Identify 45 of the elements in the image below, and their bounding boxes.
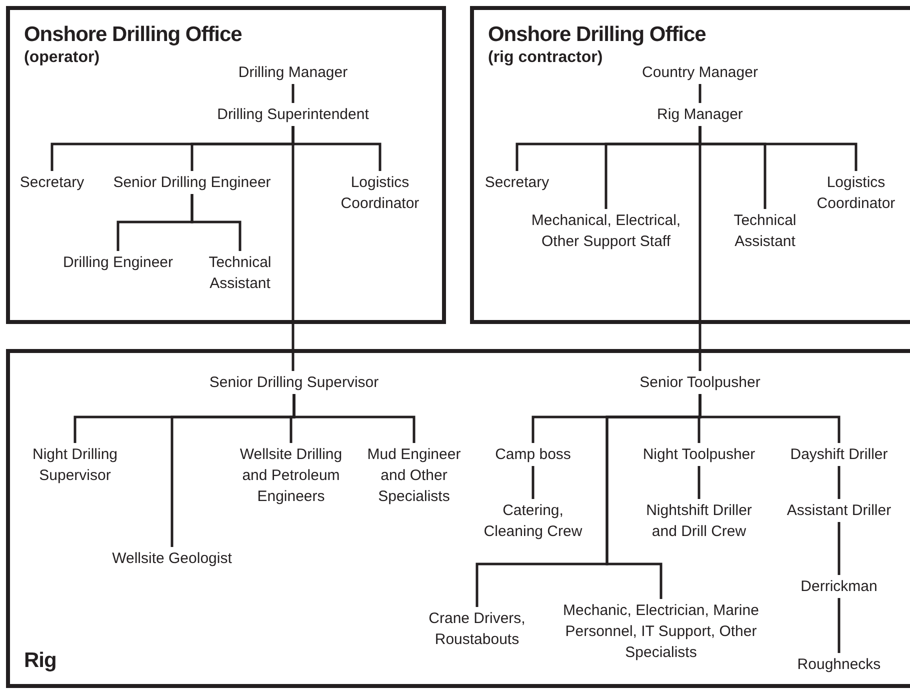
group-heading: (rig contractor) (488, 48, 604, 68)
role-label: Technical Assistant (195, 250, 285, 296)
role-label: Wellsite Geologist (92, 546, 252, 571)
role-label: Roughnecks (784, 652, 894, 677)
role-label: Country Manager (625, 60, 775, 85)
group-heading: Rig (24, 648, 56, 674)
role-label: Senior Toolpusher (625, 370, 775, 395)
org-connector (292, 394, 416, 443)
org-connector (292, 84, 294, 103)
role-label: Senior Drilling Supervisor (184, 370, 404, 395)
org-connector (190, 194, 242, 251)
org-connector (292, 126, 294, 371)
org-connector (838, 598, 840, 653)
role-label: Derrickman (784, 574, 894, 599)
role-label: Catering, Cleaning Crew (478, 498, 588, 544)
role-label: Rig Manager (640, 102, 760, 127)
role-label: Night Drilling Supervisor (15, 442, 135, 488)
group-heading: (operator) (24, 48, 101, 68)
role-label: Mud Engineer and Other Specialists (359, 442, 469, 509)
role-label: Drilling Engineer (43, 250, 193, 275)
role-label: Dayshift Driller (774, 442, 904, 467)
group-heading: Onshore Drilling Office (24, 22, 242, 48)
org-connector (698, 466, 700, 499)
org-connector (838, 522, 840, 575)
role-label: Night Toolpusher (629, 442, 769, 467)
org-connector (698, 126, 702, 371)
org-connector (698, 84, 702, 103)
org-connector (838, 466, 840, 499)
org-connector (606, 394, 702, 599)
group-frame (6, 349, 910, 688)
role-label: Drilling Manager (203, 60, 383, 85)
role-label: Logistics Coordinator (325, 170, 435, 216)
group-frame (6, 6, 446, 324)
role-label: Assistant Driller (774, 498, 904, 523)
role-label: Secretary (472, 170, 562, 195)
org-connector (532, 466, 534, 499)
role-label: Mechanical, Electrical, Other Support Staff (514, 208, 698, 254)
role-label: Wellsite Drilling and Petroleum Engineers (226, 442, 356, 509)
role-label: Drilling Superintendent (188, 102, 398, 127)
group-heading: Onshore Drilling Office (488, 22, 706, 48)
role-label: Crane Drivers, Roustabouts (414, 606, 540, 652)
role-label: Mechanic, Electrician, Marine Personnel, IT Support, Other Specialists (554, 598, 768, 665)
role-label: Camp boss (483, 442, 583, 467)
role-label: Nightshift Driller and Drill Crew (636, 498, 762, 544)
group-frame (470, 6, 910, 324)
